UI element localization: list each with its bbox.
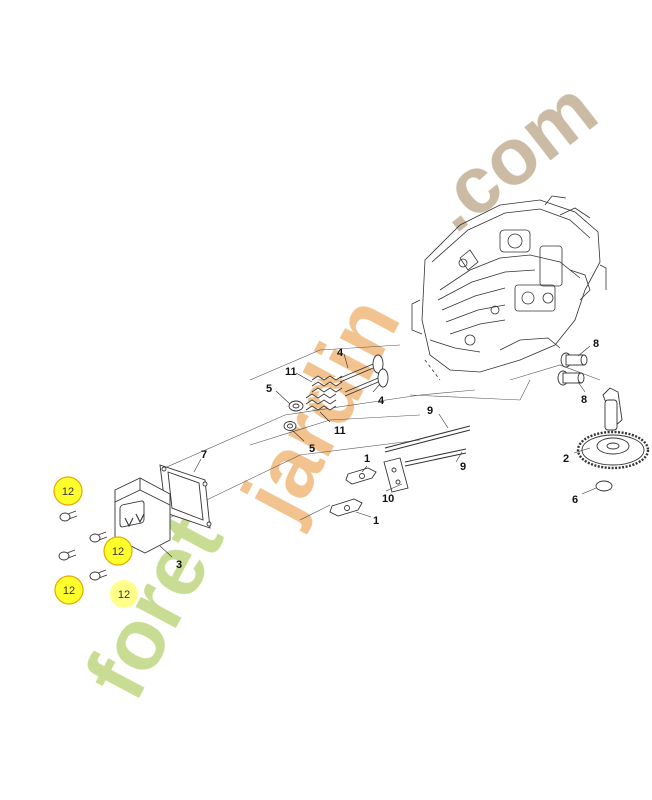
pushrods [384,425,471,467]
label-part-8-upper: 8 [593,338,599,350]
cover-gasket [159,464,212,529]
callout-label: 12 [63,585,75,597]
callout-label: 12 [112,546,124,558]
o-ring [595,480,613,492]
cover-screw-3 [58,549,77,561]
leader-lines [159,344,601,521]
label-part-4-upper: 4 [337,347,344,359]
label-part-5-lower: 5 [309,443,315,455]
callout-12-top[interactable]: 12 [53,476,83,506]
camshaft-gear [576,387,650,470]
cover-screw-1 [59,510,78,522]
rocker-cover [114,477,171,554]
pin-lower [557,370,585,386]
rocker-arm-upper [345,467,377,485]
valve-spring-upper [311,375,343,393]
label-part-6: 6 [572,494,578,506]
label-part-3: 3 [176,559,182,571]
callout-label: 12 [62,486,74,498]
callout-12-mid[interactable]: 12 [103,536,133,566]
valve-upper [339,354,384,383]
engine-block [411,195,607,381]
spring-retainer-lower [283,421,297,431]
callout-label: 12 [118,589,130,601]
callout-circle [103,536,133,566]
label-part-5-upper: 5 [266,383,272,395]
pin-upper [560,352,588,368]
watermark-com: .com [411,63,613,248]
label-part-2: 2 [563,453,569,465]
valve-lower [344,368,389,397]
label-part-1-lower: 1 [373,515,379,527]
callout-circle [53,476,83,506]
label-part-4-lower: 4 [378,395,385,407]
cover-screw-2 [89,531,108,543]
pushrod-guide-plate [383,457,409,493]
callout-circle [54,575,84,605]
callout-12-bottom-left[interactable]: 12 [54,575,84,605]
label-part-11-upper: 11 [285,366,297,378]
valve-spring-lower [305,393,337,411]
spring-retainer-upper [288,400,304,412]
part-labels [159,345,597,558]
callout-circle [110,580,138,608]
label-part-11-lower: 11 [334,425,346,437]
label-part-10: 10 [382,493,394,505]
rocker-arm-lower [329,498,363,517]
label-part-9-lower: 9 [460,461,466,473]
label-part-1-upper: 1 [364,453,370,465]
callout-12-bottom-right[interactable]: 12 [110,580,138,608]
label-part-7: 7 [201,449,207,461]
cover-screw-4 [89,569,108,581]
label-part-9-upper: 9 [427,405,433,417]
label-part-8-lower: 8 [581,394,587,406]
